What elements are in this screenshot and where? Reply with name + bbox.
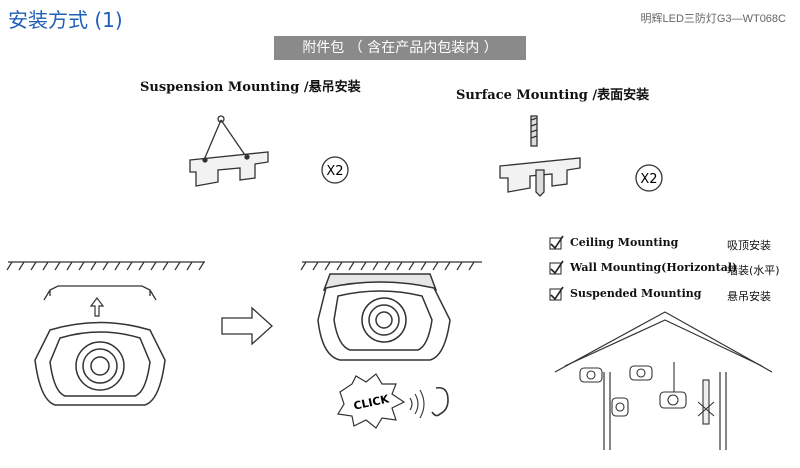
luminaire-right-icon <box>317 273 451 361</box>
click-burst-icon <box>337 373 406 429</box>
option-suspended-cn: 悬吊安装 <box>727 290 771 303</box>
ceiling-right <box>300 261 482 271</box>
model-label: 明辉LED三防灯G3—WT068C <box>640 13 786 25</box>
sound-waves-icon <box>409 389 425 419</box>
option-ceiling-label: Ceiling Mounting <box>570 236 679 249</box>
luminaire-left-icon <box>34 321 166 406</box>
ceiling-left <box>6 261 205 271</box>
arrow-up-icon <box>89 297 105 317</box>
arrow-right-icon <box>221 306 273 346</box>
option-wall-label: Wall Mounting(Horizontal) <box>570 261 738 274</box>
ear-icon <box>431 386 449 417</box>
accessory-banner: 附件包 （ 含在产品内包装内 ） <box>274 36 526 60</box>
house-illustration <box>554 311 773 450</box>
checkbox-icons <box>549 235 564 301</box>
quantity-label-2: X2 <box>640 172 657 187</box>
option-ceiling-cn: 吸顶安装 <box>727 239 771 252</box>
surface-mounting-caption: Surface Mounting /表面安装 <box>456 88 650 103</box>
option-ceiling-mounting: Ceiling Mounting <box>570 236 678 249</box>
page-title: 安装方式 (1) <box>8 8 123 32</box>
option-suspended-label: Suspended Mounting <box>570 287 702 300</box>
mini-luminaire-icons <box>579 362 715 425</box>
quantity-x2-icon: X2 <box>635 164 663 192</box>
option-suspended-mounting: Suspended Mounting <box>570 287 702 300</box>
quantity-x2-icon: X2 <box>321 156 349 184</box>
suspension-bracket-icon <box>189 115 269 187</box>
quantity-label-1: X2 <box>326 164 343 179</box>
option-wall-cn: 墙装(水平) <box>727 264 780 277</box>
mounting-clip-icon <box>43 285 157 301</box>
option-wall-mounting: Wall Mounting(Horizontal) <box>570 261 737 274</box>
surface-bracket-icon <box>499 115 581 197</box>
suspension-mounting-caption: Suspension Mounting /悬吊安装 <box>140 80 361 95</box>
